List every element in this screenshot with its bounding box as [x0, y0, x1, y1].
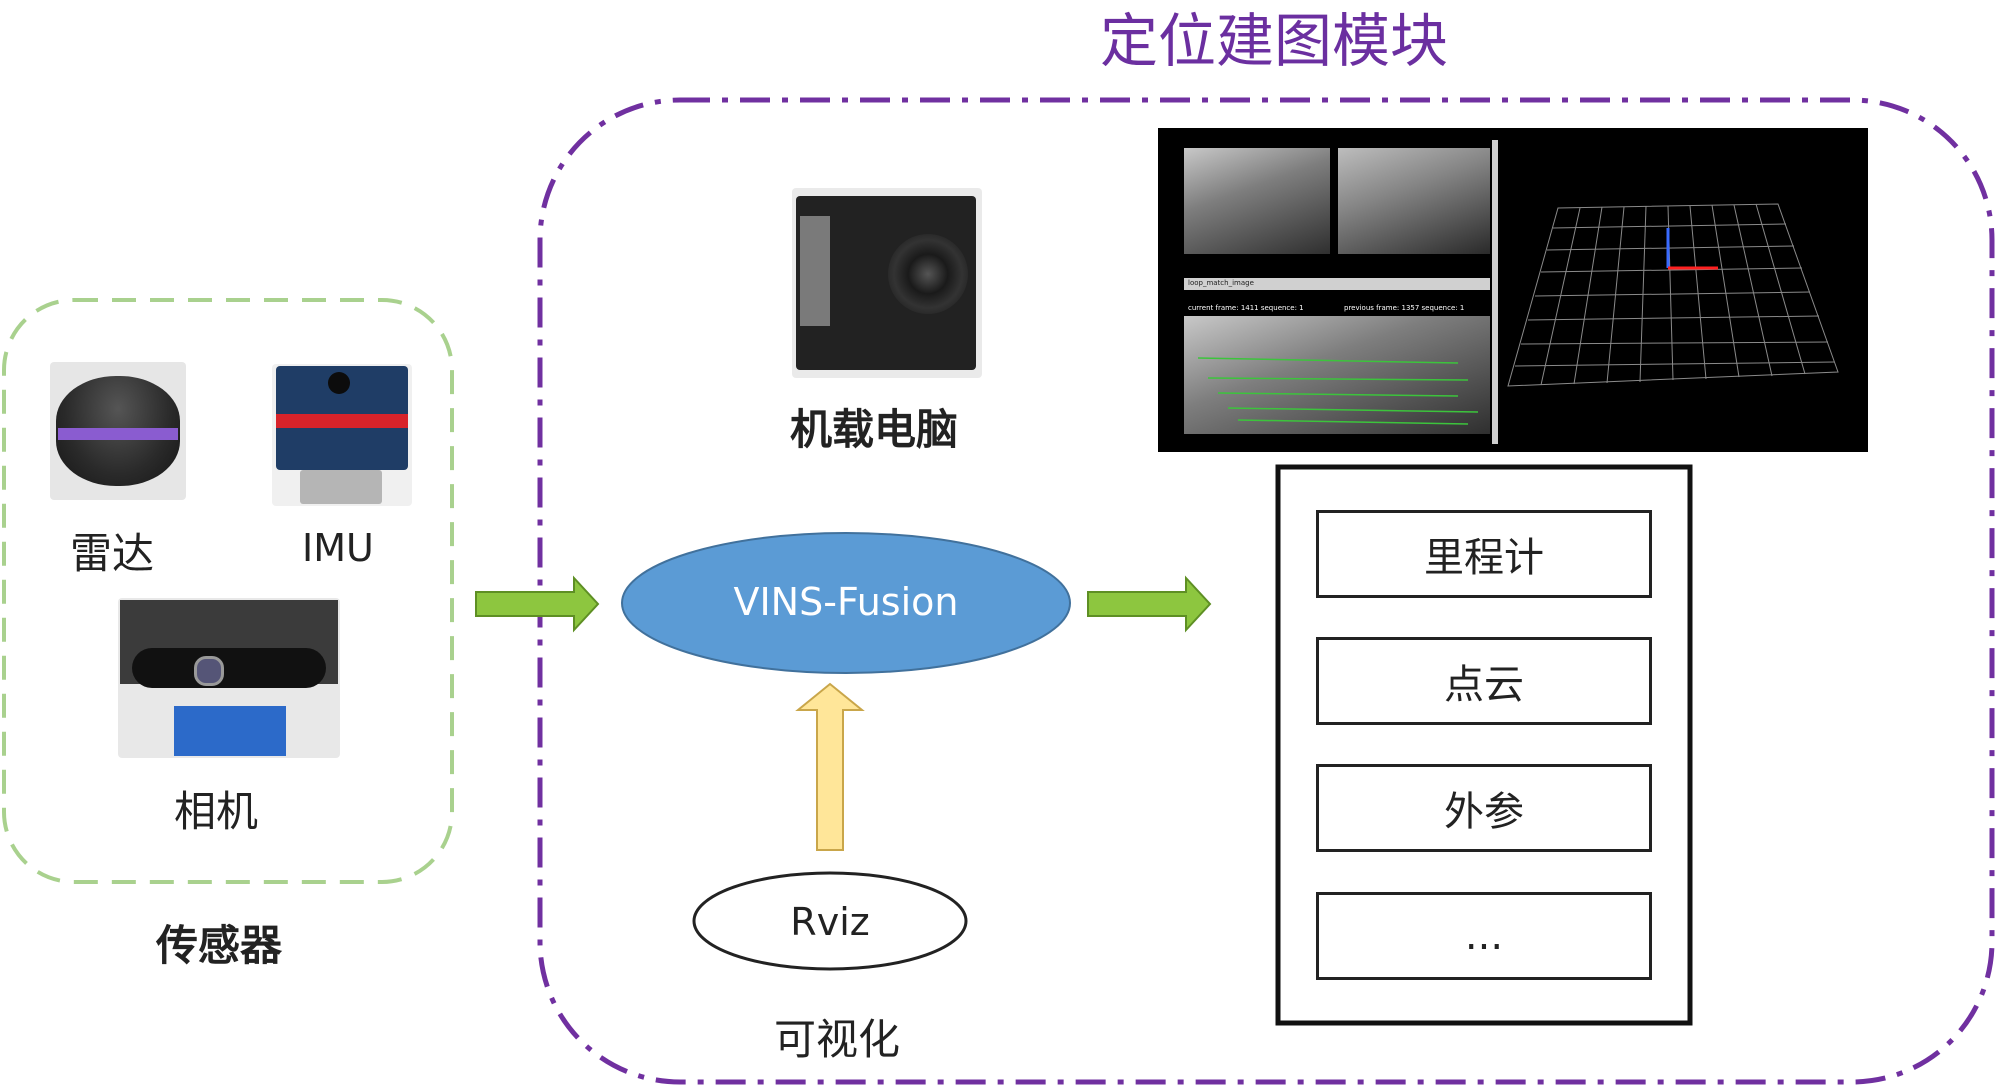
image-view-top-right [1338, 148, 1490, 254]
image-view-bottom [1184, 316, 1490, 434]
output-more: ... [1316, 892, 1652, 980]
rviz-node [692, 871, 968, 971]
sensor-group-label: 传感器 [156, 921, 283, 970]
onboard-computer-image [792, 188, 982, 378]
arrow-sensors-to-vins [475, 575, 600, 633]
visualization-caption: 可视化 [774, 1015, 901, 1064]
image-view-divider [1492, 140, 1498, 444]
grid-lines [1507, 203, 1839, 387]
camera-label: 相机 [174, 787, 259, 836]
vins-screenshot: loop_match_image current frame: 1411 seq… [1158, 128, 1868, 452]
image-view-caption-previous: previous frame: 1357 sequence: 1 [1344, 304, 1465, 312]
output-point-cloud: 点云 [1316, 637, 1652, 725]
onboard-computer-label: 机载电脑 [790, 405, 959, 454]
sensor-group-boundary [2, 298, 454, 884]
imu-label: IMU [302, 526, 374, 570]
camera-lens [194, 656, 224, 686]
camera-battery [174, 706, 286, 756]
lidar-ring [58, 428, 178, 440]
output-odometry: 里程计 [1316, 510, 1652, 598]
imu-hole [328, 372, 350, 394]
arrow-vins-to-outputs [1087, 575, 1212, 633]
rviz-grid [1197, 203, 1839, 425]
image-view-title: loop_match_image [1188, 279, 1254, 287]
imu-connector [300, 470, 382, 504]
image-view-caption-current: current frame: 1411 sequence: 1 [1188, 304, 1304, 312]
module-boundary [537, 97, 1995, 1085]
output-extrinsics: 外参 [1316, 764, 1652, 852]
camera-image [118, 598, 340, 758]
module-title: 定位建图模块 [1100, 7, 1449, 75]
lidar-image [50, 362, 186, 500]
image-view-title-bar: loop_match_image [1184, 278, 1490, 290]
imu-image [272, 364, 412, 506]
fan-icon [888, 234, 968, 314]
imu-red-band [276, 414, 408, 428]
lidar-label: 雷达 [70, 529, 155, 578]
computer-ports [800, 216, 830, 326]
arrow-rviz-to-vins [795, 682, 865, 851]
rviz-label: Rviz [790, 900, 870, 944]
vins-fusion-label: VINS-Fusion [733, 580, 959, 624]
camera-bar [132, 648, 326, 688]
vins-fusion-node [621, 532, 1071, 674]
feature-match-lines [1197, 357, 1479, 425]
image-view-top-left [1184, 148, 1330, 254]
